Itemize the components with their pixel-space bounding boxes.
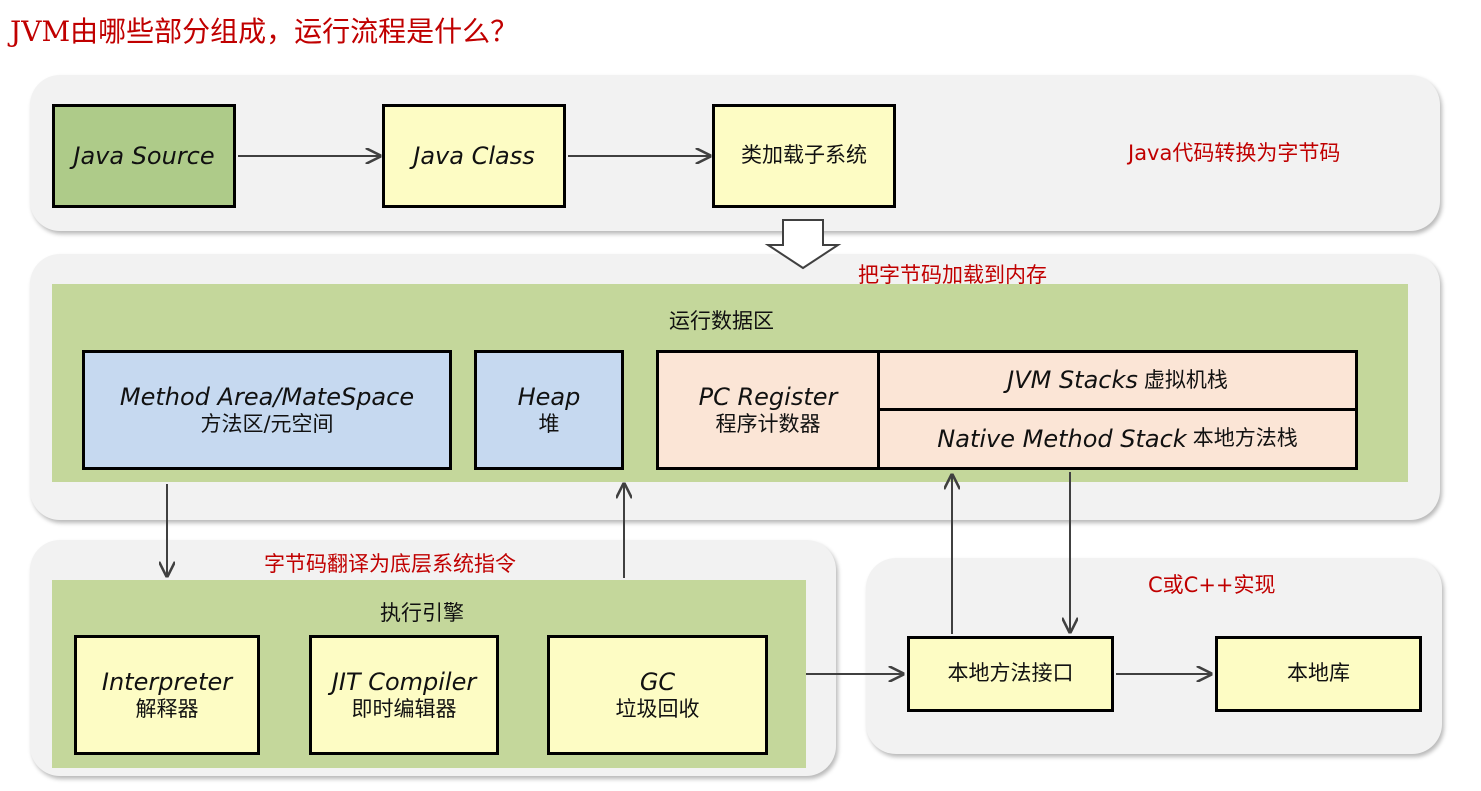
heap-box: Heap 堆 <box>474 350 624 470</box>
interpreter-box: Interpreter 解释器 <box>74 635 260 755</box>
native-stack-zh: 本地方法栈 <box>1192 426 1298 451</box>
load-note: 把字节码加载到内存 <box>858 263 1047 287</box>
runtime-title: 运行数据区 <box>669 309 774 333</box>
jit-compiler-box: JIT Compiler 即时编辑器 <box>309 635 499 755</box>
pc-register-en: PC Register <box>698 383 838 411</box>
pc-register-box: PC Register 程序计数器 <box>656 350 880 470</box>
native-library-label: 本地库 <box>1287 661 1350 686</box>
pc-register-zh: 程序计数器 <box>715 411 821 436</box>
jvm-stacks-box: JVM Stacks 虚拟机栈 <box>877 350 1358 411</box>
interpreter-en: Interpreter <box>101 668 233 696</box>
class-loader-label: 类加载子系统 <box>741 143 867 168</box>
java-source-box: Java Source <box>52 104 236 208</box>
gc-en: GC <box>639 668 676 696</box>
engine-title: 执行引擎 <box>380 601 464 625</box>
jvm-stacks-zh: 虚拟机栈 <box>1143 367 1228 392</box>
gc-zh: 垃圾回收 <box>615 696 700 721</box>
native-interface-label: 本地方法接口 <box>947 661 1074 686</box>
jvm-stacks-en: JVM Stacks <box>1007 366 1138 395</box>
method-area-zh: 方法区/元空间 <box>200 411 334 436</box>
gc-box: GC 垃圾回收 <box>547 635 768 755</box>
page-title: JVM由哪些部分组成，运行流程是什么？ <box>10 15 519 48</box>
native-library-box: 本地库 <box>1215 636 1422 712</box>
method-area-box: Method Area/MateSpace 方法区/元空间 <box>82 350 452 470</box>
exec-note: 字节码翻译为底层系统指令 <box>264 552 516 576</box>
java-class-label: Java Class <box>413 141 535 170</box>
native-stack-en: Native Method Stack <box>937 424 1187 453</box>
native-interface-box: 本地方法接口 <box>907 636 1114 712</box>
heap-en: Heap <box>517 383 581 411</box>
compile-note: Java代码转换为字节码 <box>1128 141 1341 165</box>
jit-zh: 即时编辑器 <box>351 696 457 721</box>
jit-en: JIT Compiler <box>331 668 477 696</box>
native-method-stack-box: Native Method Stack 本地方法栈 <box>877 408 1358 470</box>
load-down-arrow <box>764 219 842 270</box>
java-class-box: Java Class <box>382 104 566 208</box>
native-note: C或C++实现 <box>1148 573 1276 597</box>
java-source-label: Java Source <box>73 141 215 170</box>
class-loader-box: 类加载子系统 <box>712 104 896 208</box>
method-area-en: Method Area/MateSpace <box>119 383 415 411</box>
interpreter-zh: 解释器 <box>135 696 199 721</box>
heap-zh: 堆 <box>538 411 560 436</box>
